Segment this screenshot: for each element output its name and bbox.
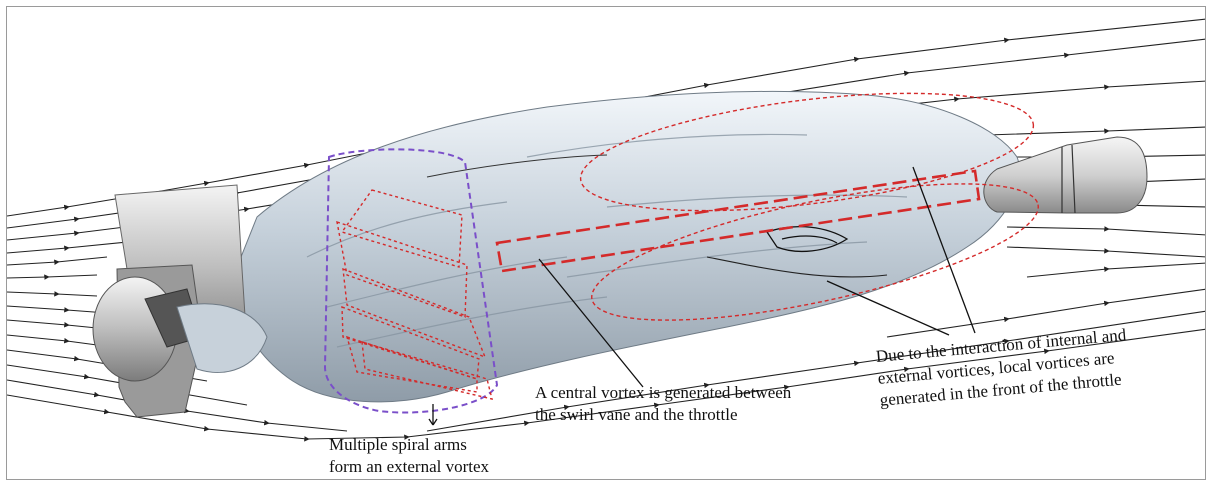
external-vortex-line1: Multiple spiral arms (329, 434, 489, 456)
external-vortex-label: Multiple spiral arms form an external vo… (329, 434, 489, 478)
central-vortex-line2: the swirl vane and the throttle (535, 404, 791, 426)
figure-frame: Multiple spiral arms form an external vo… (6, 6, 1206, 480)
swirl-vane (93, 185, 267, 417)
external-vortex-line2: form an external vortex (329, 456, 489, 478)
central-vortex-label: A central vortex is generated between th… (535, 382, 791, 426)
leader-local-1 (827, 281, 949, 335)
central-vortex-line1: A central vortex is generated between (535, 382, 791, 404)
